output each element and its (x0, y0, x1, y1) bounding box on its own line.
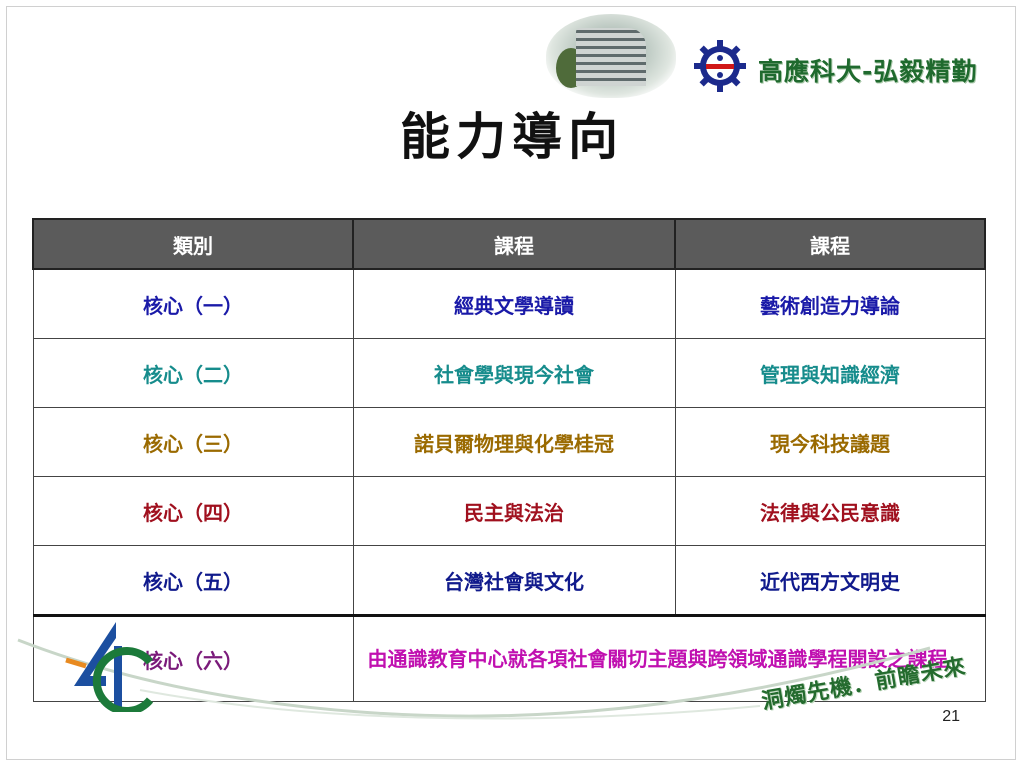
row-course-1: 台灣社會與文化 (352, 545, 676, 616)
row-course-1: 諾貝爾物理與化學桂冠 (352, 407, 676, 477)
brand-text: 高應科大-弘毅精勤 (758, 57, 978, 86)
row-course-2: 法律與公民意識 (674, 476, 986, 546)
row-category: 核心（四） (32, 476, 354, 546)
table-row: 核心（一） 經典文學導讀 藝術創造力導論 (32, 268, 986, 339)
row-category: 核心（二） (32, 338, 354, 408)
row-course-2: 管理與知識經濟 (674, 338, 986, 408)
row-course-2: 藝術創造力導論 (674, 268, 986, 339)
table-row: 核心（三） 諾貝爾物理與化學桂冠 現今科技議題 (32, 407, 986, 477)
row-course-2: 近代西方文明史 (674, 545, 986, 616)
row-course-1: 經典文學導讀 (352, 268, 676, 339)
table-row: 核心（二） 社會學與現今社會 管理與知識經濟 (32, 338, 986, 408)
row-course-1: 社會學與現今社會 (352, 338, 676, 408)
row-course-1: 民主與法治 (352, 476, 676, 546)
university-gear-logo-icon (694, 40, 746, 92)
building-graphic (576, 28, 646, 86)
4c-logo-icon (65, 622, 154, 712)
table-header-row: 類別 課程 課程 (32, 218, 986, 270)
campus-building-image (546, 14, 676, 98)
header-course-1: 課程 (352, 218, 676, 270)
row-course-2: 現今科技議題 (674, 407, 986, 477)
header-category: 類別 (32, 218, 354, 270)
page-title: 能力導向 (400, 107, 624, 166)
row-category: 核心（一） (32, 268, 354, 339)
header-course-2: 課程 (674, 218, 986, 270)
table-row: 核心（四） 民主與法治 法律與公民意識 (32, 476, 986, 546)
course-table: 類別 課程 課程 核心（一） 經典文學導讀 藝術創造力導論 核心（二） 社會學與… (32, 218, 986, 702)
table-row: 核心（五） 台灣社會與文化 近代西方文明史 (32, 545, 986, 616)
row-category: 核心（五） (32, 545, 354, 616)
page-number: 21 (942, 708, 960, 725)
row-category: 核心（三） (32, 407, 354, 477)
